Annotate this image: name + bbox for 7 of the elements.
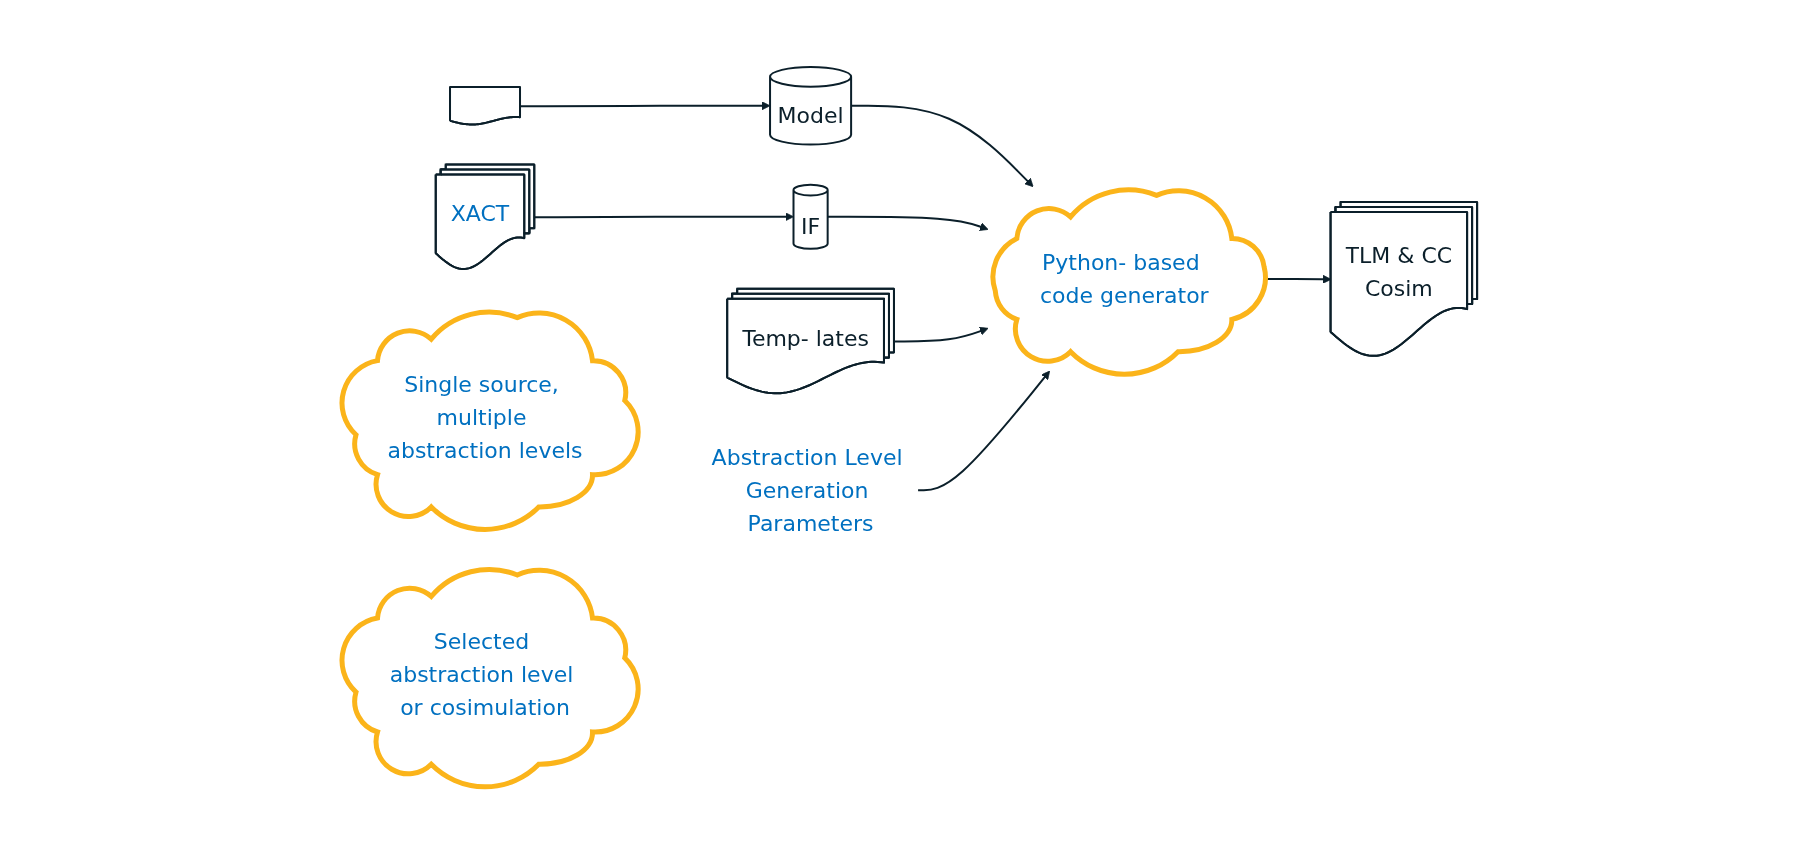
node-text: Abstraction Level Generation Parameters [711,444,903,536]
arrow [850,104,1034,188]
arrow [519,101,771,111]
arrow [917,370,1050,492]
arrow [893,327,989,343]
arrow [533,212,794,222]
arrow [826,215,989,231]
